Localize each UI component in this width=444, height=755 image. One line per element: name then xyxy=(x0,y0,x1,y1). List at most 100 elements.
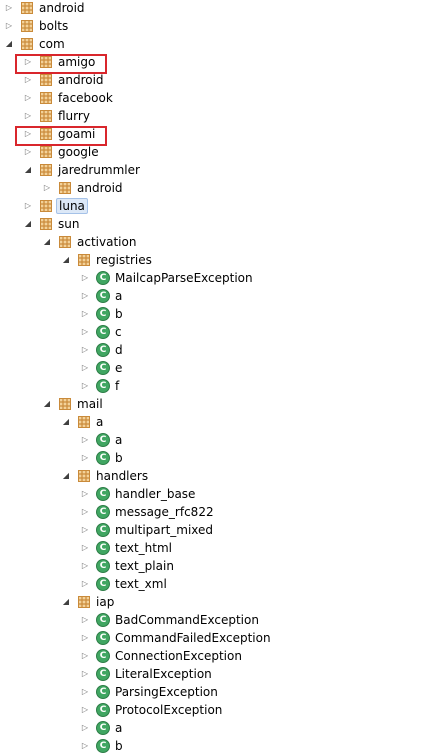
expanded-arrow-icon[interactable] xyxy=(3,38,15,50)
collapsed-arrow-icon[interactable] xyxy=(79,722,91,734)
tree-package-item[interactable]: handlers xyxy=(0,467,444,485)
tree-package-item[interactable]: flurry xyxy=(0,107,444,125)
collapsed-arrow-icon[interactable] xyxy=(22,128,34,140)
collapsed-arrow-icon[interactable] xyxy=(79,650,91,662)
tree-item-label[interactable]: registries xyxy=(96,253,152,267)
collapsed-arrow-icon[interactable] xyxy=(22,146,34,158)
tree-item-label[interactable]: MailcapParseException xyxy=(115,271,253,285)
collapsed-arrow-icon[interactable] xyxy=(22,74,34,86)
expanded-arrow-icon[interactable] xyxy=(60,596,72,608)
tree-item-label[interactable]: multipart_mixed xyxy=(115,523,214,537)
tree-item-label[interactable]: ParsingException xyxy=(115,685,218,699)
collapsed-arrow-icon[interactable] xyxy=(22,56,34,68)
tree-package-item[interactable]: jaredrummler xyxy=(0,161,444,179)
tree-class-item[interactable]: Cf xyxy=(0,377,444,395)
tree-item-label[interactable]: text_html xyxy=(115,541,173,555)
tree-item-label[interactable]: b xyxy=(115,307,123,321)
tree-item-label[interactable]: handlers xyxy=(96,469,149,483)
tree-package-item[interactable]: com xyxy=(0,35,444,53)
tree-item-label[interactable]: android xyxy=(77,181,123,195)
collapsed-arrow-icon[interactable] xyxy=(79,434,91,446)
collapsed-arrow-icon[interactable] xyxy=(22,110,34,122)
tree-item-label[interactable]: ProtocolException xyxy=(115,703,223,717)
tree-item-label[interactable]: facebook xyxy=(58,91,113,105)
tree-class-item[interactable]: Cd xyxy=(0,341,444,359)
collapsed-arrow-icon[interactable] xyxy=(22,200,34,212)
collapsed-arrow-icon[interactable] xyxy=(79,542,91,554)
tree-item-label[interactable]: b xyxy=(115,451,123,465)
tree-item-label[interactable]: f xyxy=(115,379,120,393)
tree-class-item[interactable]: Cb xyxy=(0,737,444,755)
tree-package-item[interactable]: google xyxy=(0,143,444,161)
collapsed-arrow-icon[interactable] xyxy=(3,20,15,32)
tree-package-item[interactable]: registries xyxy=(0,251,444,269)
tree-item-label[interactable]: android xyxy=(58,73,104,87)
collapsed-arrow-icon[interactable] xyxy=(79,704,91,716)
tree-item-label[interactable]: amigo xyxy=(58,55,96,69)
tree-item-label[interactable]: CommandFailedException xyxy=(115,631,271,645)
collapsed-arrow-icon[interactable] xyxy=(79,362,91,374)
collapsed-arrow-icon[interactable] xyxy=(79,506,91,518)
expanded-arrow-icon[interactable] xyxy=(41,236,53,248)
collapsed-arrow-icon[interactable] xyxy=(79,740,91,752)
tree-package-item[interactable]: android xyxy=(0,71,444,89)
collapsed-arrow-icon[interactable] xyxy=(3,2,15,14)
tree-item-label[interactable]: flurry xyxy=(58,109,90,123)
tree-package-item[interactable]: a xyxy=(0,413,444,431)
tree-item-label[interactable]: BadCommandException xyxy=(115,613,259,627)
tree-item-label[interactable]: a xyxy=(115,433,123,447)
tree-class-item[interactable]: Ca xyxy=(0,287,444,305)
collapsed-arrow-icon[interactable] xyxy=(79,380,91,392)
tree-class-item[interactable]: Ca xyxy=(0,431,444,449)
tree-package-item[interactable]: goami xyxy=(0,125,444,143)
tree-item-label[interactable]: ConnectionException xyxy=(115,649,242,663)
collapsed-arrow-icon[interactable] xyxy=(41,182,53,194)
expanded-arrow-icon[interactable] xyxy=(60,470,72,482)
expanded-arrow-icon[interactable] xyxy=(41,398,53,410)
tree-item-label[interactable]: mail xyxy=(77,397,103,411)
tree-package-item[interactable]: sun xyxy=(0,215,444,233)
tree-package-item[interactable]: activation xyxy=(0,233,444,251)
tree-package-item[interactable]: mail xyxy=(0,395,444,413)
expanded-arrow-icon[interactable] xyxy=(60,254,72,266)
tree-package-item[interactable]: facebook xyxy=(0,89,444,107)
tree-package-item[interactable]: bolts xyxy=(0,17,444,35)
tree-item-label[interactable]: b xyxy=(115,739,123,753)
tree-package-item[interactable]: amigo xyxy=(0,53,444,71)
tree-item-label[interactable]: a xyxy=(115,721,123,735)
tree-item-label[interactable]: text_plain xyxy=(115,559,174,573)
tree-package-item[interactable]: luna xyxy=(0,197,444,215)
collapsed-arrow-icon[interactable] xyxy=(79,578,91,590)
expanded-arrow-icon[interactable] xyxy=(22,164,34,176)
expanded-arrow-icon[interactable] xyxy=(60,416,72,428)
tree-item-label[interactable]: a xyxy=(96,415,104,429)
collapsed-arrow-icon[interactable] xyxy=(79,344,91,356)
tree-class-item[interactable]: Cb xyxy=(0,449,444,467)
tree-class-item[interactable]: Ce xyxy=(0,359,444,377)
tree-item-label[interactable]: com xyxy=(39,37,65,51)
tree-item-label[interactable]: bolts xyxy=(39,19,69,33)
tree-class-item[interactable]: Cb xyxy=(0,305,444,323)
tree-item-label[interactable]: jaredrummler xyxy=(58,163,140,177)
collapsed-arrow-icon[interactable] xyxy=(79,452,91,464)
tree-item-label[interactable]: goami xyxy=(58,127,96,141)
collapsed-arrow-icon[interactable] xyxy=(22,92,34,104)
tree-item-label[interactable]: LiteralException xyxy=(115,667,212,681)
tree-item-label[interactable]: d xyxy=(115,343,123,357)
tree-item-label[interactable]: luna xyxy=(56,198,88,214)
tree-item-label[interactable]: c xyxy=(115,325,122,339)
collapsed-arrow-icon[interactable] xyxy=(79,614,91,626)
collapsed-arrow-icon[interactable] xyxy=(79,290,91,302)
collapsed-arrow-icon[interactable] xyxy=(79,560,91,572)
